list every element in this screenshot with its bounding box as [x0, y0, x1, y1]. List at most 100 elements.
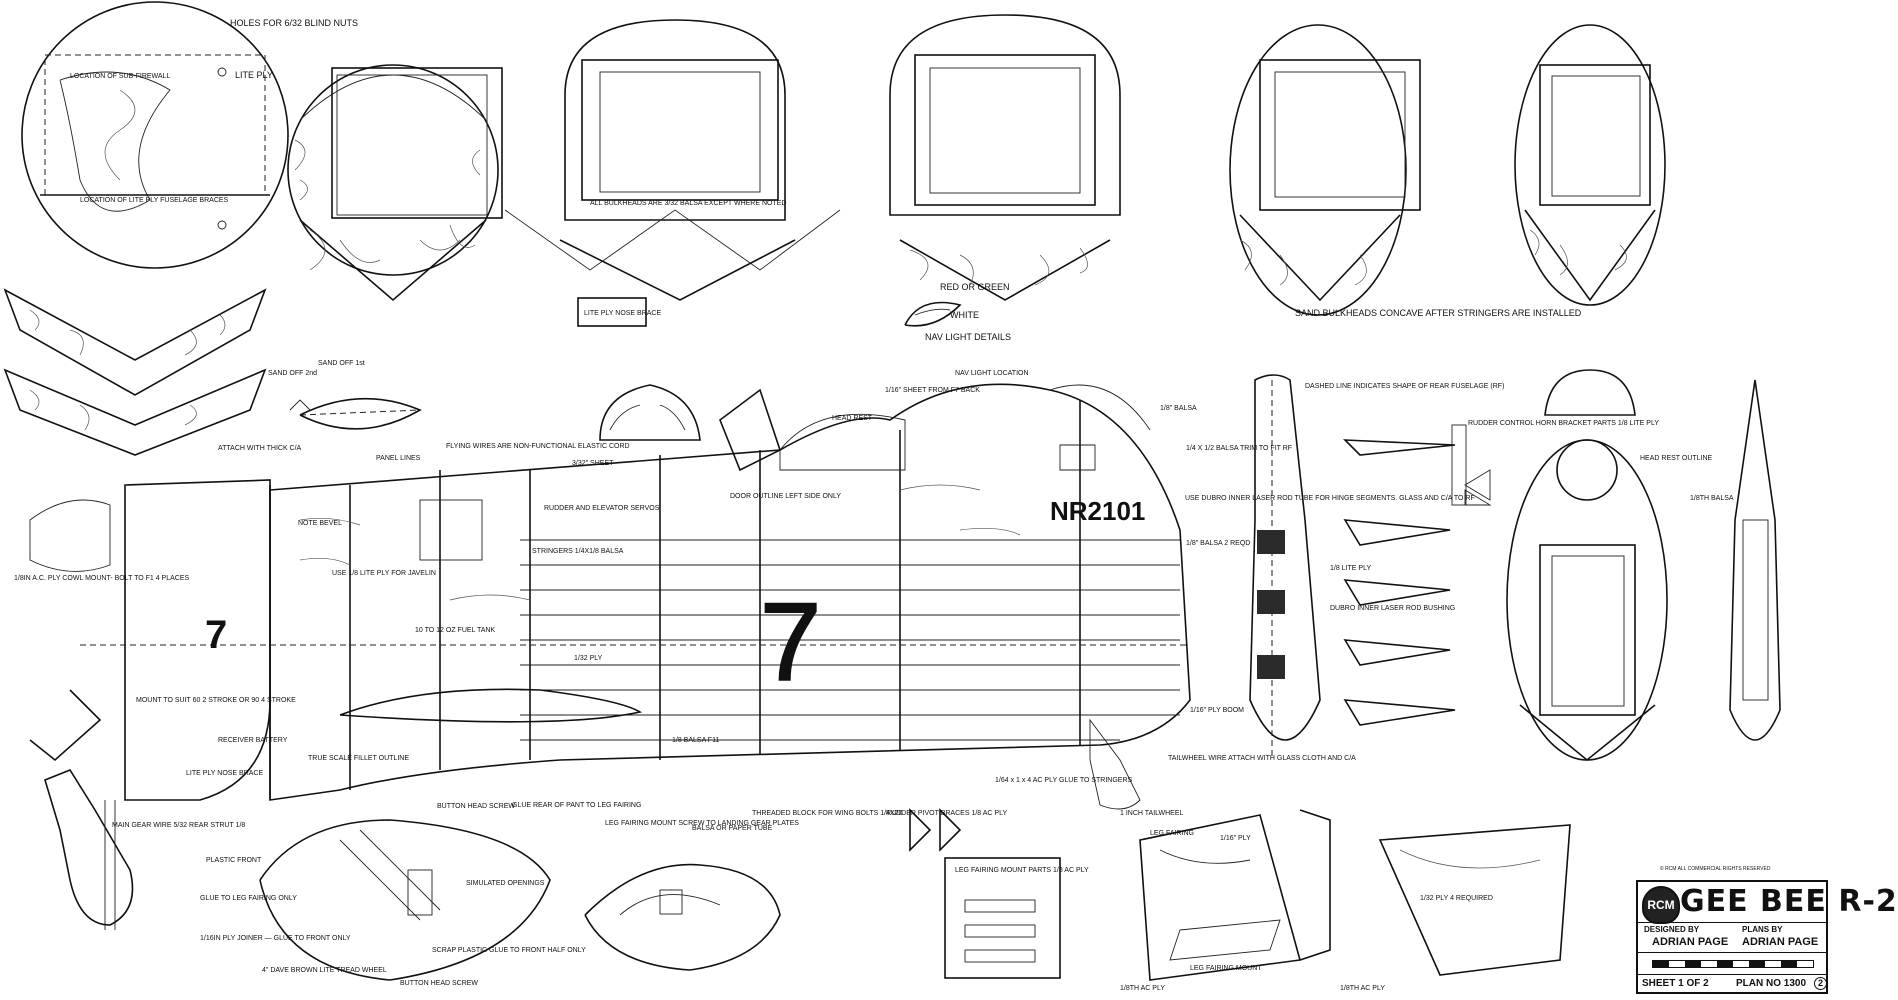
headrest-former-top — [1544, 369, 1636, 416]
note-nav-location: NAV LIGHT LOCATION — [955, 370, 1029, 377]
note-nose-brace-fus: LITE PLY NOSE BRACE — [186, 770, 263, 777]
rcm-badge-icon: RCM — [1642, 886, 1680, 924]
note-rudder-servos: RUDDER AND ELEVATOR SERVOS — [544, 505, 660, 512]
cowl-chevrons — [3, 288, 267, 456]
note-bushing: DUBRO INNER LASER ROD BUSHING — [1330, 605, 1455, 612]
note-threaded: THREADED BLOCK FOR WING BOLTS 1/4X20 — [752, 810, 903, 817]
note-balsa-f11: 1/8 BALSA F11 — [672, 737, 719, 744]
note-button-screw: BUTTON HEAD SCREW — [437, 803, 515, 810]
plans-by-value: ADRIAN PAGE — [1742, 936, 1819, 948]
note-ply-joiner: 1/16IN PLY JOINER — GLUE TO FRONT ONLY — [200, 935, 351, 942]
note-ply-132: 1/32 PLY — [574, 655, 603, 662]
note-fillet: TRUE SCALE FILLET OUTLINE — [308, 755, 409, 762]
note-simulated: SIMULATED OPENINGS — [466, 880, 545, 887]
plans-by-label: PLANS BY — [1742, 925, 1783, 934]
note-ply-132-req: 1/32 PLY 4 REQUIRED — [1420, 895, 1493, 902]
note-nav-details: NAV LIGHT DETAILS — [925, 332, 1011, 342]
note-tailwheel: 1 INCH TAILWHEEL — [1120, 810, 1184, 817]
scale-bar — [1652, 960, 1814, 968]
note-tank: 10 TO 12 OZ FUEL TANK — [415, 627, 495, 634]
note-rudder-horn: RUDDER CONTROL HORN BRACKET PARTS 1/8 LI… — [1468, 420, 1659, 427]
bulkhead-f5: SAND BULKHEADS CONCAVE AFTER STRINGERS A… — [1229, 24, 1582, 318]
plan-number: PLAN NO 1300 — [1736, 978, 1807, 989]
note-flying-wires: FLYING WIRES ARE NON-FUNCTIONAL ELASTIC … — [446, 443, 630, 450]
note-balsa-tube: BALSA OR PAPER TUBE — [692, 825, 773, 832]
cowl-race-number: 7 — [205, 613, 227, 657]
note-lite-ply: LITE PLY — [235, 70, 273, 80]
note-sheet-332: 3/32" SHEET — [572, 460, 614, 467]
wheel-pant — [259, 819, 551, 981]
landing-gear-wire — [29, 689, 134, 930]
headrest-spine — [1729, 379, 1781, 741]
note-glue-rear: GLUE REAR OF PANT TO LEG FAIRING — [512, 802, 641, 809]
bulkhead-f2 — [287, 64, 503, 302]
note-mount: MOUNT TO SUIT 60 2 STROKE OR 90 4 STROKE — [136, 697, 296, 704]
note-leg-fairing-mount: LEG FAIRING MOUNT — [1190, 965, 1262, 972]
ply-skin-part: 1/32 PLY 4 REQUIRED — [1378, 824, 1571, 976]
copyright-text: © RCM ALL COMMERCIAL RIGHTS RESERVED — [1660, 866, 1771, 872]
title-row-divider — [1638, 922, 1826, 923]
note-ac-ply-18: 1/8TH AC PLY — [1120, 985, 1165, 992]
note-balsa-8th: 1/8TH BALSA — [1690, 495, 1734, 502]
note-wheel: 4" DAVE BROWN LITE TREAD WHEEL — [262, 967, 387, 974]
note-bevel: NOTE BEVEL — [298, 520, 342, 527]
spinner-part — [584, 863, 781, 971]
note-tailwheel-wire: TAILWHEEL WIRE ATTACH WITH GLASS CLOTH A… — [1168, 755, 1356, 762]
note-balsa-18: 1/8" BALSA — [1160, 405, 1197, 412]
note-sand-off-2nd: SAND OFF 2nd — [268, 370, 317, 377]
note-red-green: RED OR GREEN — [940, 282, 1010, 292]
note-dubro: USE DUBRO INNER LASER ROD TUBE FOR HINGE… — [1185, 495, 1475, 502]
rear-fuselage-top-view: DASHED LINE INDICATES SHAPE OF REAR FUSE… — [1168, 374, 1504, 762]
plan-title: GEE BEE R-2 — [1680, 884, 1898, 919]
note-gear-wire: MAIN GEAR WIRE 5/32 REAR STRUT 1/8 — [112, 822, 245, 829]
plan-variant: 2 — [1814, 977, 1827, 990]
note-attach: ATTACH WITH THICK C/A — [218, 445, 302, 452]
plan-sheet: HOLES FOR 6/32 BLIND NUTS LITE PLY LOCAT… — [3, 1, 1781, 992]
note-leg-mount-parts: LEG FAIRING MOUNT PARTS 1/8 AC PLY — [955, 867, 1089, 874]
note-head-rest: HEAD REST — [832, 415, 873, 422]
canopy-parts — [299, 384, 781, 472]
fuselage-registration: NR2101 — [1050, 496, 1145, 526]
scale-row-divider — [1638, 952, 1826, 953]
note-trim: 1/4 X 1/2 BALSA TRIM TO FIT RF — [1186, 445, 1292, 452]
sheet-number: SHEET 1 OF 2 — [1642, 978, 1709, 989]
note-braces: LOCATION OF LITE PLY FUSELAGE BRACES — [80, 197, 229, 204]
nose-brace-part: LITE PLY NOSE BRACE — [577, 297, 661, 327]
bulkhead-f1: HOLES FOR 6/32 BLIND NUTS LITE PLY LOCAT… — [21, 1, 358, 269]
bulkhead-f3: ALL BULKHEADS ARE 3/32 BALSA EXCEPT WHER… — [504, 19, 841, 301]
note-door: DOOR OUTLINE LEFT SIDE ONLY — [730, 493, 841, 500]
note-sand-off-1st: SAND OFF 1st — [318, 360, 365, 367]
headrest-former-side: HEAD REST OUTLINE 1/8TH BALSA — [1506, 439, 1734, 762]
note-scrap: SCRAP PLASTIC GLUE TO FRONT HALF ONLY — [432, 947, 586, 954]
designed-by-value: ADRIAN PAGE — [1652, 936, 1729, 948]
note-plastic-front: PLASTIC FRONT — [206, 857, 262, 864]
tail-rib-pieces — [1342, 439, 1456, 726]
note-dashed: DASHED LINE INDICATES SHAPE OF REAR FUSE… — [1305, 383, 1504, 390]
note-balsa-reqd: 1/8" BALSA 2 REQD — [1186, 540, 1250, 547]
note-lite-ply-18: 1/8 LITE PLY — [1330, 565, 1371, 572]
leg-fairing-mount-box: LEG FAIRING MOUNT PARTS 1/8 AC PLY — [944, 857, 1089, 979]
sheet-row-divider — [1638, 974, 1826, 975]
rudder-horn-parts: RUDDER CONTROL HORN BRACKET PARTS 1/8 LI… — [1451, 420, 1659, 506]
note-all-balsa: ALL BULKHEADS ARE 3/32 BALSA EXCEPT WHER… — [590, 200, 786, 207]
note-leg-fairing: LEG FAIRING MOUNT SCREW TO LANDING GEAR … — [605, 820, 799, 827]
note-sub-firewall: LOCATION OF SUB-FIREWALL — [70, 73, 170, 80]
note-ply-boom: 1/16" PLY BOOM — [1190, 707, 1244, 714]
note-white: WHITE — [950, 310, 979, 320]
fuselage-notes: SAND OFF 2nd SAND OFF 1st ATTACH WITH TH… — [14, 360, 1197, 987]
designed-by-label: DESIGNED BY — [1644, 925, 1700, 934]
nav-light-detail: RED OR GREEN WHITE NAV LIGHT DETAILS — [904, 282, 1011, 342]
note-button-screw2: BUTTON HEAD SCREW — [400, 980, 478, 987]
note-panel-lines: PANEL LINES — [376, 455, 421, 462]
note-ac-plywood: 1/64 x 1 x 4 AC PLY GLUE TO STRINGERS — [995, 777, 1133, 784]
note-javelin: USE 1/8 LITE PLY FOR JAVELIN — [332, 570, 436, 577]
note-rudder-pivot: RUDDER PIVOT BRACES 1/8 AC PLY — [886, 810, 1007, 817]
note-sand: SAND BULKHEADS CONCAVE AFTER STRINGERS A… — [1295, 308, 1582, 318]
note-holes: HOLES FOR 6/32 BLIND NUTS — [230, 18, 358, 28]
note-receiver: RECEIVER BATTERY — [218, 737, 288, 744]
wing-root-fairing-detail — [289, 399, 311, 411]
note-nose-brace: LITE PLY NOSE BRACE — [584, 310, 661, 317]
note-sheet-116: 1/16" SHEET FROM F7 BACK — [885, 387, 980, 394]
note-ac-ply: 1/8IN A.C. PLY COWL MOUNT- BOLT TO F1 4 … — [14, 575, 190, 582]
rudder-pivot-parts — [909, 808, 962, 852]
